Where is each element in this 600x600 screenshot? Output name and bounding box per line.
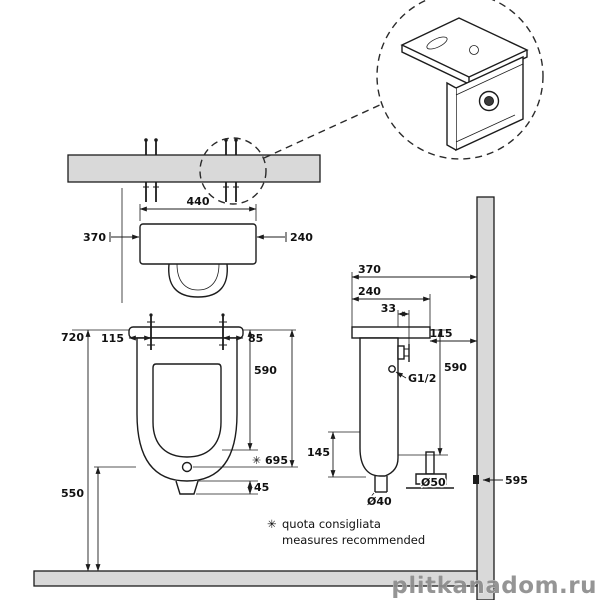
wall-bar <box>67 154 321 183</box>
bracket-bolt-hole <box>478 90 500 112</box>
dimension-side-height: 590 <box>437 329 467 456</box>
note-line-italian: quota consigliata <box>282 517 381 531</box>
label-drain-diameter: Ø40 <box>367 495 392 508</box>
label-outlet-diameter: Ø50 <box>421 476 446 489</box>
label-inlet-thread: G1/2 <box>408 372 436 385</box>
wall-outlet-mark <box>473 475 479 484</box>
dim-label-240-top: 240 <box>290 231 313 244</box>
mounting-bracket-detail <box>400 17 529 152</box>
dim-label-33: 33 <box>381 302 396 315</box>
dimension-front-left-offset: 115 <box>101 332 152 345</box>
dim-label-590-side: 590 <box>444 361 467 374</box>
dim-label-115-front: 115 <box>101 332 124 345</box>
detail-callout <box>199 0 544 205</box>
bracket-slot-hole <box>426 36 448 50</box>
anchor-bolt <box>153 138 159 202</box>
dimension-front-rim-drop: 590 <box>247 329 277 451</box>
dimension-side-depth-body: 240 <box>351 285 431 302</box>
front-basin <box>152 363 222 458</box>
bracket-round-hole <box>469 45 479 55</box>
side-wall <box>476 196 495 600</box>
anchor-bolt <box>143 138 149 202</box>
inlet-leader <box>395 371 407 379</box>
side-view: G1/2 Ø50 Ø40 370 240 3 <box>307 263 528 510</box>
dimension-wall-outlet: 595 <box>473 474 528 487</box>
dim-label-45: 45 <box>254 481 269 494</box>
dimension-top-width: 440 <box>139 195 257 221</box>
dim-label-595: 595 <box>505 474 528 487</box>
bracket-bolt-nut <box>484 96 494 106</box>
dimension-top-depth-left: 370 <box>83 231 140 244</box>
dimension-front-drain-height: ✳ 695 <box>250 329 295 469</box>
floor-outlet-elbow <box>406 451 454 489</box>
anchor-bolt-group <box>143 138 239 202</box>
dim-label-720: 720 <box>61 331 84 344</box>
note-line-english: measures recommended <box>282 533 425 547</box>
dim-label-590-front: 590 <box>254 364 277 377</box>
front-view: 720 550 115 85 590 ✳ 695 45 <box>61 313 298 572</box>
side-rim <box>351 326 431 339</box>
dim-label-550: 550 <box>61 487 84 500</box>
detail-source-circle <box>199 137 267 205</box>
front-body <box>136 337 238 482</box>
detail-leader-line <box>263 103 383 159</box>
note-asterisk: ✳ <box>267 517 277 531</box>
dim-label-440: 440 <box>187 195 210 208</box>
top-view: 440 370 240 <box>83 188 313 303</box>
front-rim <box>128 326 244 339</box>
top-view-body <box>139 223 257 265</box>
anchor-bolt <box>233 138 239 202</box>
dimension-top-depth-right: 240 <box>256 231 313 244</box>
dim-label-370-top: 370 <box>83 231 106 244</box>
dim-label-145: 145 <box>307 446 330 459</box>
dim-label-695: ✳ 695 <box>252 454 288 467</box>
top-view-bowl-inner <box>176 263 220 291</box>
dimension-front-height: 720 <box>61 329 91 572</box>
watermark: plitkanadom.ru <box>391 573 597 599</box>
bracket-channel-side <box>446 81 457 151</box>
front-outlet <box>175 480 199 495</box>
detail-magnifier-circle <box>376 0 544 160</box>
floor <box>33 570 478 587</box>
dimension-side-wall-offset: 115 <box>430 327 478 344</box>
front-bolt <box>147 313 155 350</box>
dimension-front-outlet: 45 <box>247 480 269 495</box>
front-drain <box>181 461 193 473</box>
dimension-side-bracket-offset: 33 <box>381 302 410 317</box>
mounting-wall-top <box>67 138 321 202</box>
front-bolt <box>219 313 227 350</box>
side-bracket <box>397 344 410 362</box>
note: ✳ quota consigliata measures recommended <box>267 517 425 547</box>
top-view-bowl-outer <box>168 263 228 298</box>
dim-label-115-side: 115 <box>430 327 453 340</box>
dimension-side-trap: 145 <box>307 431 336 478</box>
dimension-front-trap: 550 <box>61 466 101 572</box>
side-body <box>359 337 399 477</box>
dimension-side-depth: 370 <box>351 263 478 280</box>
dim-label-240-side: 240 <box>358 285 381 298</box>
inlet-connection <box>388 365 396 373</box>
dim-label-370-side: 370 <box>358 263 381 276</box>
